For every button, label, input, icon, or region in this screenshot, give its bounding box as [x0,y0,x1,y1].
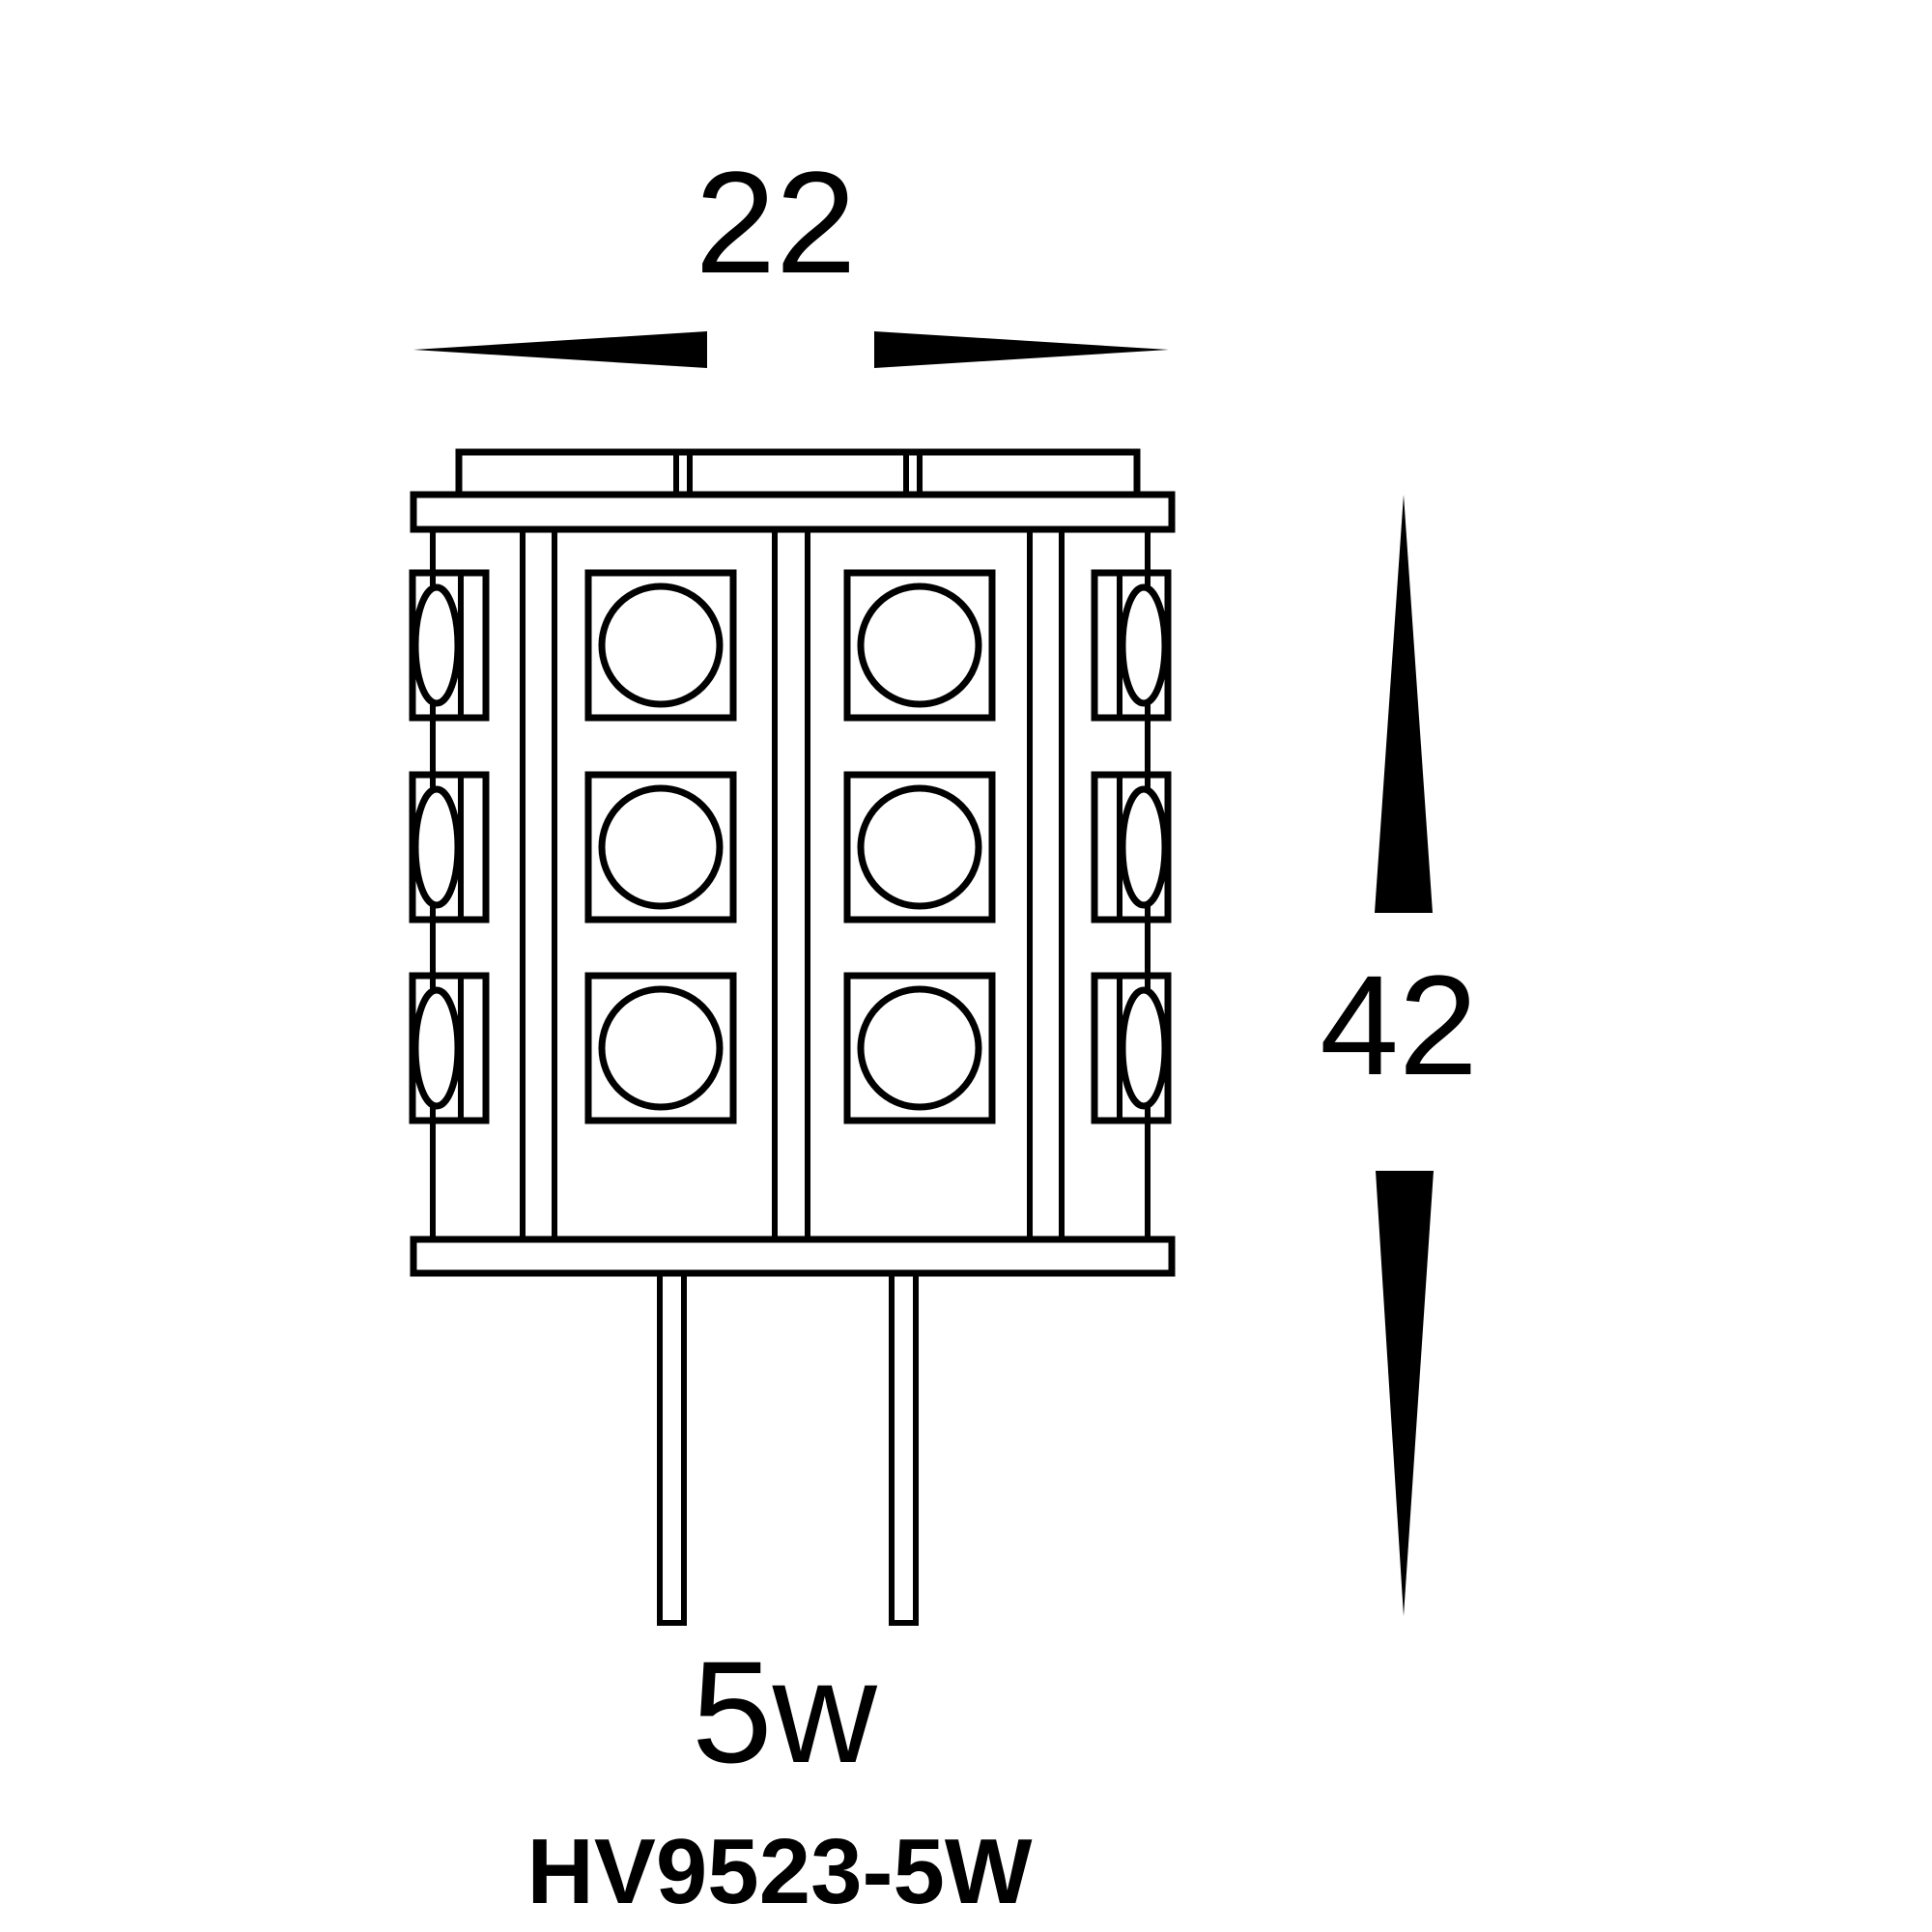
front-led-lens [857,784,982,910]
wattage-label: 5w [692,1631,877,1793]
pin-right [889,1270,919,1626]
width-arrow-left-icon [413,331,707,368]
side-led-boxes [409,569,1172,1124]
front-led-lenses [598,582,982,1111]
side-led-lens [1119,583,1169,707]
front-led-lens [857,985,982,1111]
side-led-lens [412,986,462,1110]
side-led-lens [412,785,462,909]
height-arrow-up-icon [1375,495,1433,913]
width-arrow-right-icon [874,331,1169,368]
side-led-lens [1119,986,1169,1110]
height-arrow-down-icon [1376,1171,1434,1616]
pin-left [657,1270,687,1626]
front-led-lens [857,582,982,708]
body-facet-lines [520,529,1065,1239]
top-flange [410,491,1176,533]
model-number-label: HV9523-5W [527,1820,1033,1923]
height-dimension-label: 42 [1320,947,1478,1105]
top-cap-strip [455,448,1141,498]
side-led-lenses [412,583,1169,1110]
front-led-lens [598,582,724,708]
width-dimension-label: 22 [696,141,857,303]
bulb-outline [409,448,1176,1626]
side-led-lens [1119,785,1169,909]
bottom-flange [410,1236,1176,1277]
front-led-lens [598,985,724,1111]
front-led-lens [598,784,724,910]
side-led-lens [412,583,462,707]
side-led-dividers [458,573,1122,1121]
